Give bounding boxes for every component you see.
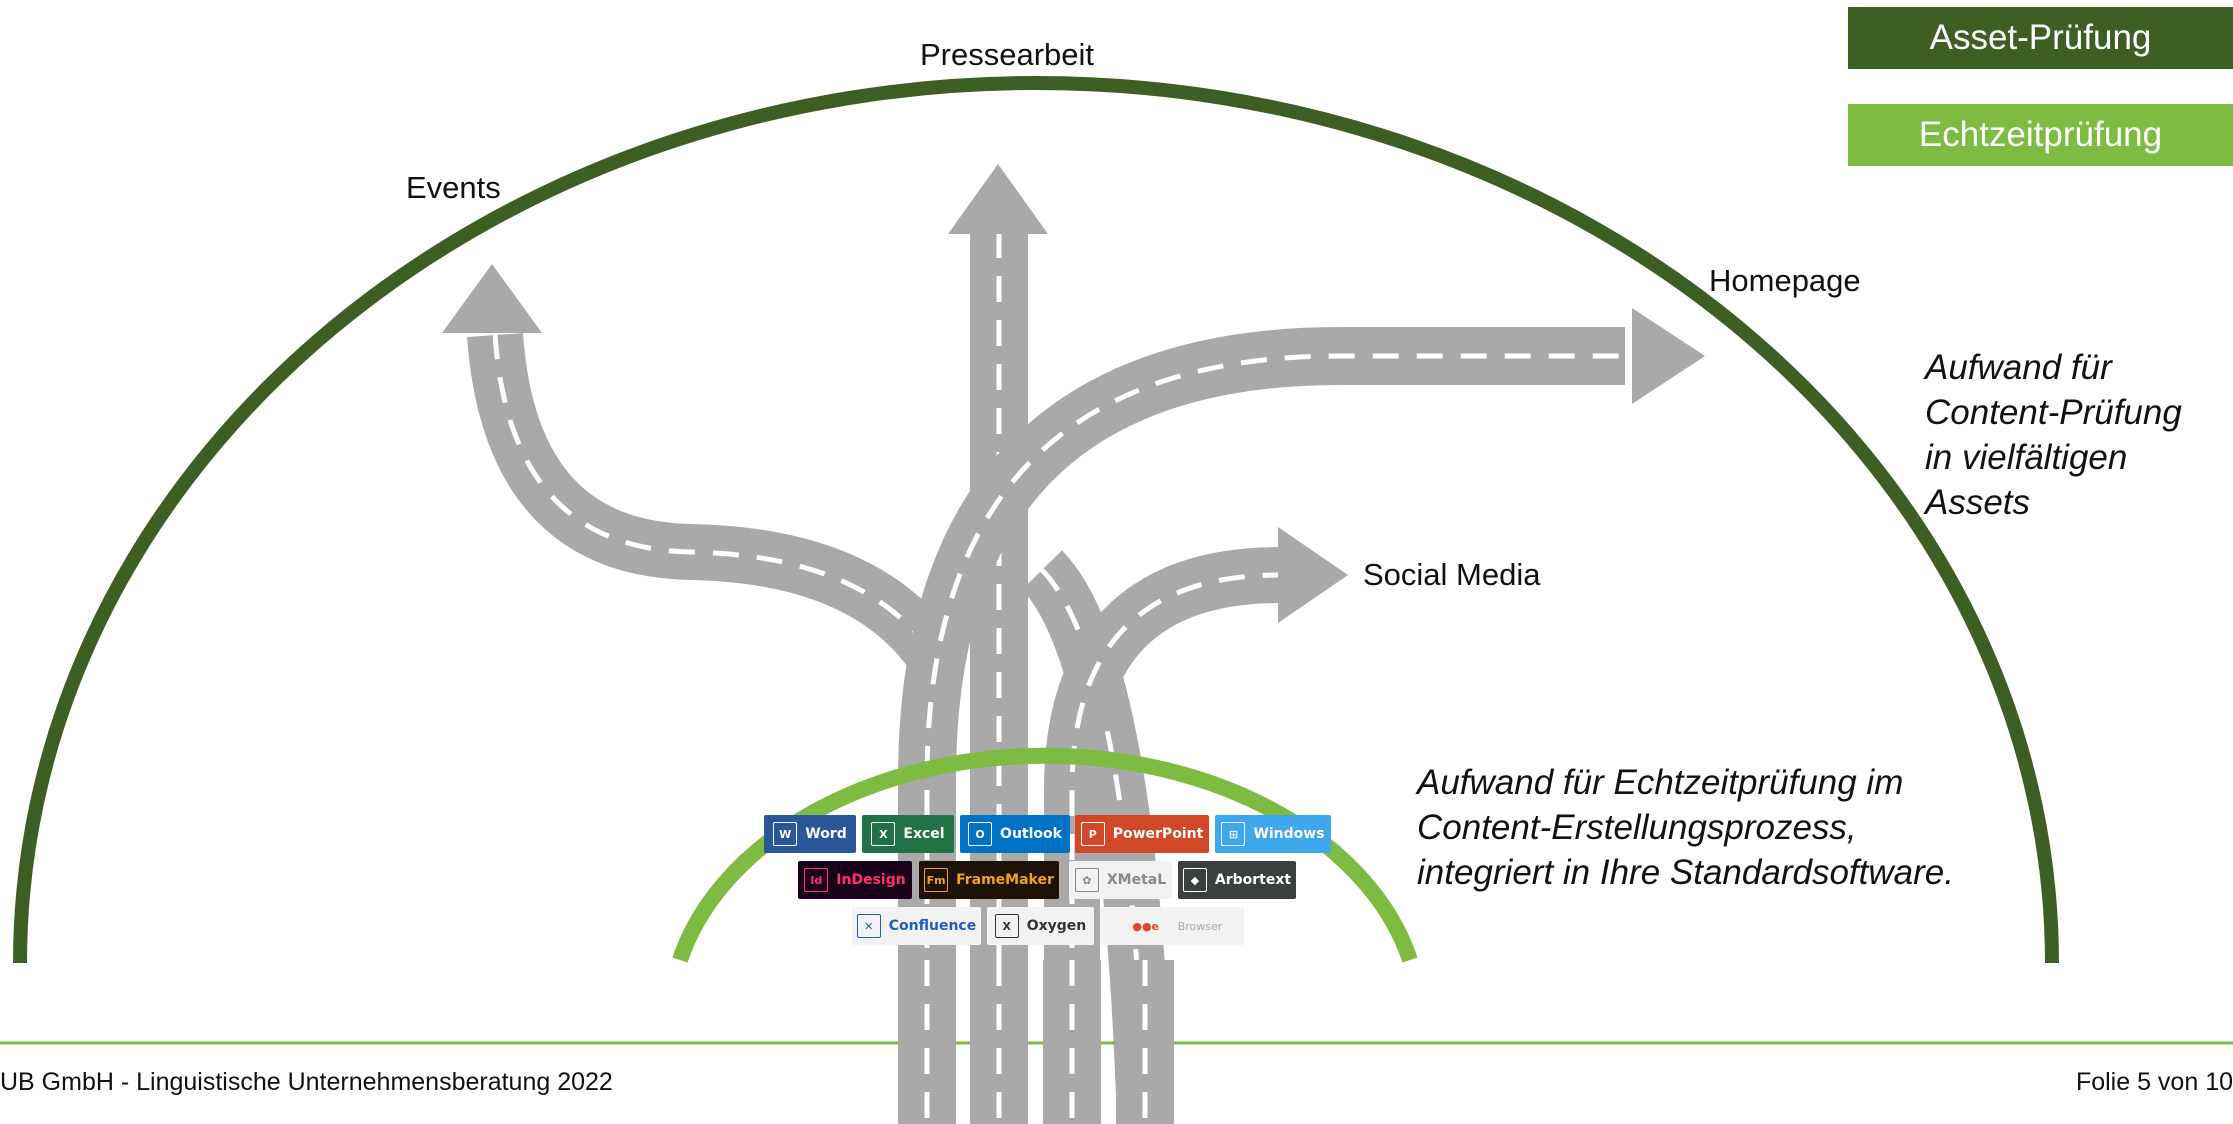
logo-label: Word <box>805 826 847 842</box>
outlook-icon: O <box>968 822 993 846</box>
inner-arc <box>672 747 1418 963</box>
logo-label: Arbortext <box>1214 872 1292 888</box>
logo-word: W Word <box>764 815 856 853</box>
logo-framemaker: Fm FrameMaker <box>919 861 1059 899</box>
powerpoint-icon: P <box>1080 822 1105 846</box>
framemaker-icon: Fm <box>924 868 949 892</box>
outer-arc <box>13 76 2059 964</box>
confluence-icon: ✕ <box>856 914 881 938</box>
logo-browser: ●●e Browser <box>1100 907 1244 945</box>
road-stubs <box>898 960 1174 1124</box>
logo-oxygen: X Oxygen <box>987 907 1094 945</box>
logo-label: InDesign <box>836 872 906 888</box>
oxygen-icon: X <box>994 914 1019 938</box>
label-homepage: Homepage <box>1709 263 1861 298</box>
label-social: Social Media <box>1363 557 1541 592</box>
windows-icon: ⊞ <box>1221 822 1246 846</box>
logo-label: PowerPoint <box>1112 826 1204 842</box>
logo-confluence: ✕ Confluence <box>852 907 981 945</box>
arbortext-icon: ◆ <box>1182 868 1207 892</box>
badge-echtzeitpruefung: Echtzeitprüfung <box>1848 104 2233 166</box>
arrow-events <box>442 264 542 333</box>
word-icon: W <box>773 822 798 846</box>
arrow-presse <box>948 164 1048 234</box>
arrow-social <box>1278 527 1348 623</box>
logo-label: Outlook <box>1000 826 1062 842</box>
logo-label: XMetaL <box>1106 872 1167 888</box>
logo-outlook: O Outlook <box>960 815 1070 853</box>
footer-right: Folie 5 von 10 <box>2075 1068 2233 1096</box>
logo-label: FrameMaker <box>956 872 1054 888</box>
road-events <box>442 264 953 668</box>
excel-icon: X <box>871 822 896 846</box>
browser-icon: ●●e <box>1132 919 1160 933</box>
footer-left: UB GmbH - Linguistische Unternehmensbera… <box>0 1068 613 1096</box>
logo-excel: X Excel <box>862 815 954 853</box>
indesign-icon: Id <box>804 868 829 892</box>
note-outer: Aufwand für Content-Prüfung in vielfälti… <box>1925 348 2182 522</box>
logo-label: Browser <box>1177 919 1223 933</box>
logo-powerpoint: P PowerPoint <box>1075 815 1209 853</box>
logo-label: Confluence <box>888 918 977 934</box>
logo-arbortext: ◆ Arbortext <box>1178 861 1296 899</box>
logo-windows: ⊞ Windows <box>1215 815 1331 853</box>
logo-xmetal: ✿ XMetaL <box>1069 861 1172 899</box>
label-events: Events <box>406 170 501 205</box>
label-presse: Pressearbeit <box>920 37 1095 72</box>
road-homepage <box>898 308 1705 1124</box>
badge-asset-pruefung: Asset-Prüfung <box>1848 7 2233 69</box>
logo-indesign: Id InDesign <box>798 861 912 899</box>
logo-label: Excel <box>903 826 945 842</box>
note-inner: Aufwand für Echtzeitprüfung im Content-E… <box>1417 763 1954 892</box>
logo-label: Windows <box>1253 826 1325 842</box>
xmetal-icon: ✿ <box>1074 868 1099 892</box>
arrow-homepage <box>1632 308 1705 404</box>
logo-label: Oxygen <box>1026 918 1087 934</box>
